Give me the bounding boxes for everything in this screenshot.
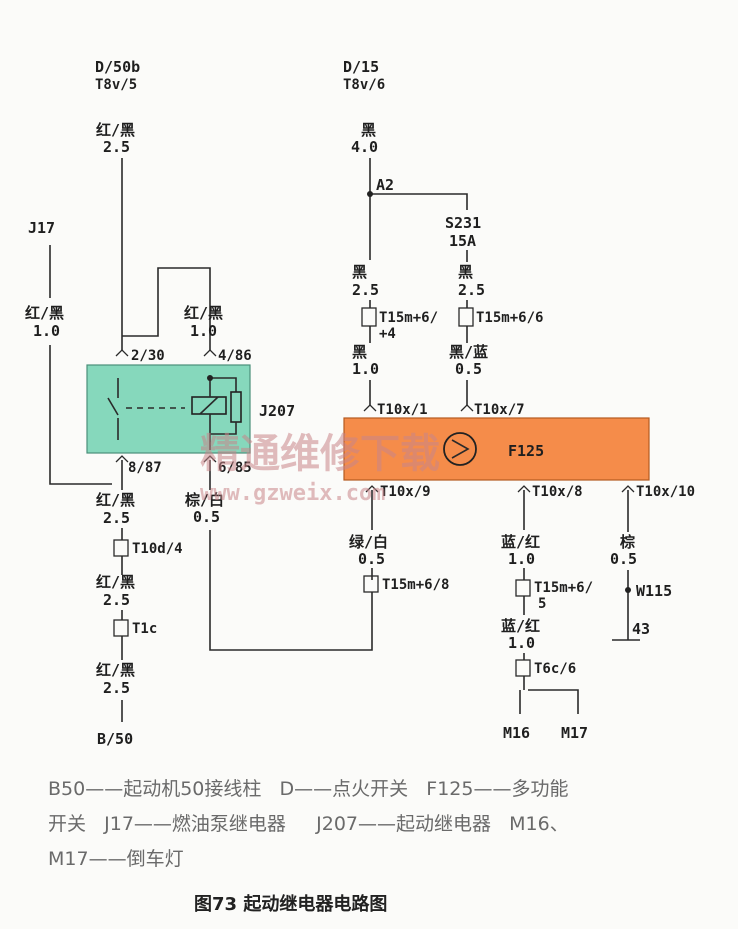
lower-wire-3: 红/黑 [96,661,135,679]
d50b-size: 2.5 [103,138,130,156]
circuit-diagram: D/50b T8v/5 红/黑 2.5 D/15 T8v/6 黑 4.0 A2 … [25,58,695,748]
legend-d: D——点火开关 [279,778,409,800]
legend: B50——起动机50接线柱 D——点火开关 F125——多功能 开关 J17——… [48,772,718,877]
d15-label: D/15 [343,58,379,76]
mid-right-wire: 黑 [458,263,473,281]
lower-wire-1: 红/黑 [96,491,135,509]
d15-size: 4.0 [351,138,378,156]
j207-685-size: 0.5 [193,508,220,526]
j17-wire: 红/黑 [25,304,64,322]
j207-label: J207 [259,402,295,420]
m16-label: M16 [503,724,530,742]
mid-left-conn: T15m+6/ [379,310,438,326]
mid-left-wire: 黑 [352,263,367,281]
j17-size: 1.0 [33,322,60,340]
conn-t15m-6-8: T15m+6/8 [382,577,449,593]
brown-wire: 棕 [620,533,635,551]
fuse-rating: 15A [449,232,476,250]
mid-right-size2: 0.5 [455,360,482,378]
mid-left-wire2: 黑 [352,343,367,361]
lower-size-1: 2.5 [103,509,130,527]
conn-t10d-4: T10d/4 [132,541,183,557]
conn-t15m-6-5b: 5 [538,596,546,612]
pin-t10x-7: T10x/7 [474,402,525,418]
pin-t10x-8: T10x/8 [532,484,583,500]
fuse-name: S231 [445,214,481,232]
figure-caption: 图73 起动继电器电路图 [194,894,388,915]
blue-size-1: 1.0 [508,550,535,568]
watermark-cn: 精通维修下载 [200,431,440,477]
legend-b50: B50——起动机50接线柱 [48,778,262,800]
d15-pin: T8v/6 [343,77,385,93]
lower-wire-2: 红/黑 [96,573,135,591]
d50b-pin: T8v/5 [95,77,137,93]
pin-t10x-9: T10x/9 [380,484,431,500]
d15-wire: 黑 [361,121,376,139]
j207-685-wire: 棕/白 [185,491,224,509]
pin-2-30: 2/30 [131,348,165,364]
mid-left-size2: 1.0 [352,360,379,378]
brown-size: 0.5 [610,550,637,568]
j17-label: J17 [28,219,55,237]
f125-switch-box [343,417,650,481]
green-wire: 绿/白 [349,533,388,551]
green-size: 0.5 [358,550,385,568]
pin-8-87: 8/87 [128,460,162,476]
mid-left-size: 2.5 [352,281,379,299]
mid-right-size: 2.5 [458,281,485,299]
legend-m16: M16、 [509,813,569,835]
conn-t6c-6: T6c/6 [534,661,576,677]
blue-wire-1: 蓝/红 [501,533,540,551]
conn-t15m-6-5: T15m+6/ [534,580,593,596]
mid-right-conn: T15m+6/6 [476,310,543,326]
pin-4-86: 4/86 [218,348,252,364]
legend-j17: J17——燃油泵继电器 [104,813,286,835]
lower-size-3: 2.5 [103,679,130,697]
conn-t1c: T1c [132,621,157,637]
mid-left-conn2: +4 [379,326,396,342]
legend-j207: J207——起动继电器 [316,813,491,835]
blue-size-2: 1.0 [508,634,535,652]
watermark-url: www.gzweix.com [200,481,385,506]
d50b-wire: 红/黑 [96,121,135,139]
f125-label: F125 [508,442,544,460]
ground-43: 43 [632,620,650,638]
d50b-label: D/50b [95,58,140,76]
pin-6-85: 6/85 [218,460,252,476]
a2-label: A2 [376,176,394,194]
b50-label: B/50 [97,730,133,748]
f125-symbol-icon [443,432,477,466]
legend-f125: F125——多功能 [426,778,569,800]
legend-f125-cont: 开关 [48,813,87,835]
j207-486-size: 1.0 [190,322,217,340]
lower-size-2: 2.5 [103,591,130,609]
blue-wire-2: 蓝/红 [501,617,540,635]
pin-t10x-1: T10x/1 [377,402,428,418]
legend-m17: M17——倒车灯 [48,848,184,870]
w115-label: W115 [636,582,672,600]
pin-t10x-10: T10x/10 [636,484,695,500]
m17-label: M17 [561,724,588,742]
j207-486-wire: 红/黑 [184,304,223,322]
mid-right-wire2: 黑/蓝 [449,343,488,361]
